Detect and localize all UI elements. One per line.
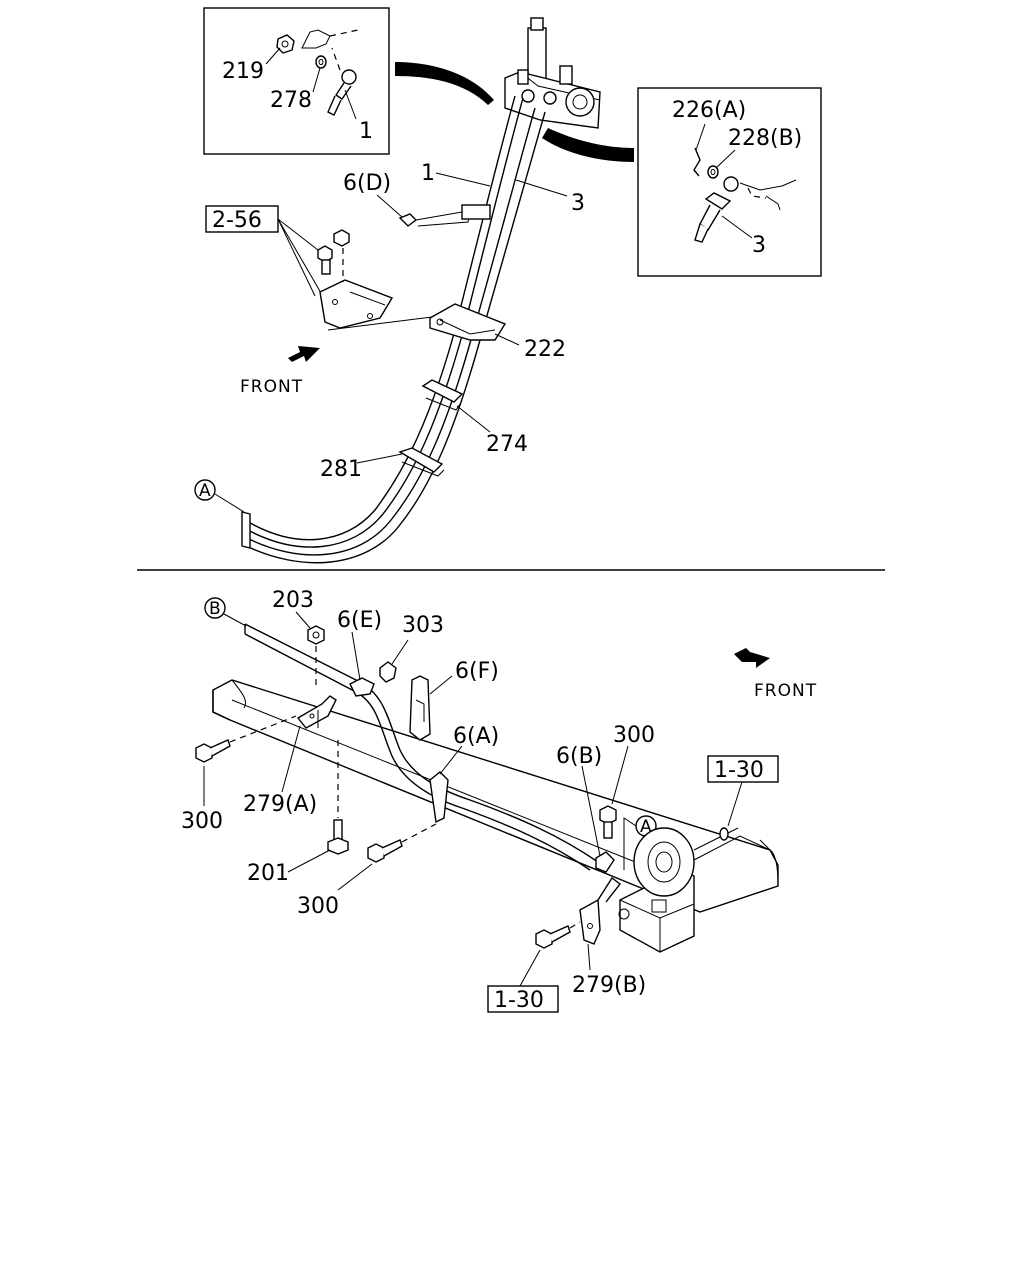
bolt-300-right: [599, 805, 617, 839]
pointer-arrow-left: [395, 62, 494, 105]
bracket-6e: [349, 677, 375, 697]
front-arrow-bottom: [734, 648, 770, 668]
clip-226a: [693, 147, 701, 177]
drive-shaft: [693, 835, 771, 861]
label-274: 274: [486, 432, 528, 457]
ref-a-bottom-text: A: [640, 817, 653, 837]
washer-278: [315, 55, 327, 69]
pipe-bottom: [244, 623, 599, 871]
plate-2-56: [319, 279, 394, 329]
front-label-top: FRONT: [240, 377, 303, 397]
label-6d: 6(D): [343, 171, 391, 196]
washer-shaft: [719, 827, 729, 841]
label-6b: 6(B): [556, 744, 602, 769]
label-1-30-bottom: 1-30: [494, 988, 544, 1013]
label-1: 1: [421, 161, 435, 186]
washer-228b: [707, 165, 719, 179]
label-300-middle: 300: [297, 894, 339, 919]
label-226a: 226(A): [672, 98, 746, 123]
pointer-arrow-right: [542, 128, 634, 162]
strap-6f: [409, 675, 431, 741]
label-3-inset: 3: [752, 233, 766, 258]
label-2-56: 2-56: [212, 208, 262, 233]
label-222: 222: [524, 337, 566, 362]
bracket-2-56-group: 2-56: [205, 205, 441, 331]
cable-bundle-top: [241, 95, 546, 564]
bracket-279b: [579, 876, 621, 945]
label-6f: 6(F): [455, 659, 499, 684]
nut-203: [307, 625, 325, 645]
ref-a-top-text: A: [199, 481, 212, 501]
reference-a-top: A: [194, 479, 245, 513]
label-203: 203: [272, 588, 314, 613]
bolt-201: [327, 819, 349, 855]
inset-right-box: 226(A) 228(B) 3: [637, 87, 822, 277]
label-1-inset: 1: [359, 119, 373, 144]
label-219: 219: [222, 59, 264, 84]
front-arrow-top: [288, 346, 320, 362]
cable-end-3: [694, 192, 732, 243]
front-label-bottom: FRONT: [754, 681, 817, 701]
label-6a: 6(A): [453, 724, 499, 749]
label-300-left: 300: [181, 809, 223, 834]
clip-281: [398, 447, 445, 477]
bolt-300-left: [195, 739, 231, 763]
label-228b: 228(B): [728, 126, 802, 151]
ref-b-text: B: [209, 599, 222, 619]
ref-box-1-30-bottom: 1-30: [487, 949, 559, 1013]
control-lever-assembly: [504, 17, 601, 129]
clamp-222: [429, 303, 507, 341]
bearing-support: [618, 827, 739, 953]
ref-box-1-30-top: 1-30: [707, 755, 779, 827]
frame-rail: [212, 679, 779, 913]
label-278: 278: [270, 88, 312, 113]
nut-2-56: [333, 229, 350, 247]
nut-219: [276, 34, 295, 54]
bolt-1-30-bottom: [535, 925, 571, 949]
label-303: 303: [402, 613, 444, 638]
label-279b: 279(B): [572, 973, 646, 998]
bracket-6d: [398, 204, 491, 227]
label-6e: 6(E): [337, 608, 382, 633]
bracket-279a: [296, 695, 337, 729]
clip-274: [421, 379, 464, 411]
label-3: 3: [571, 191, 585, 216]
reference-b: B: [204, 597, 247, 627]
bolt-300-middle: [367, 839, 403, 863]
nut-303: [379, 661, 397, 683]
bolt-2-56: [317, 245, 333, 275]
clamp-6a: [429, 771, 449, 824]
inset-left-box: 219 278 1: [203, 7, 390, 155]
label-1-30-top: 1-30: [714, 758, 764, 783]
clamp-6b: [595, 851, 615, 873]
cable-end-1: [327, 69, 357, 116]
label-300-right: 300: [613, 723, 655, 748]
label-201: 201: [247, 861, 289, 886]
label-279a: 279(A): [243, 792, 317, 817]
label-281: 281: [320, 457, 362, 482]
